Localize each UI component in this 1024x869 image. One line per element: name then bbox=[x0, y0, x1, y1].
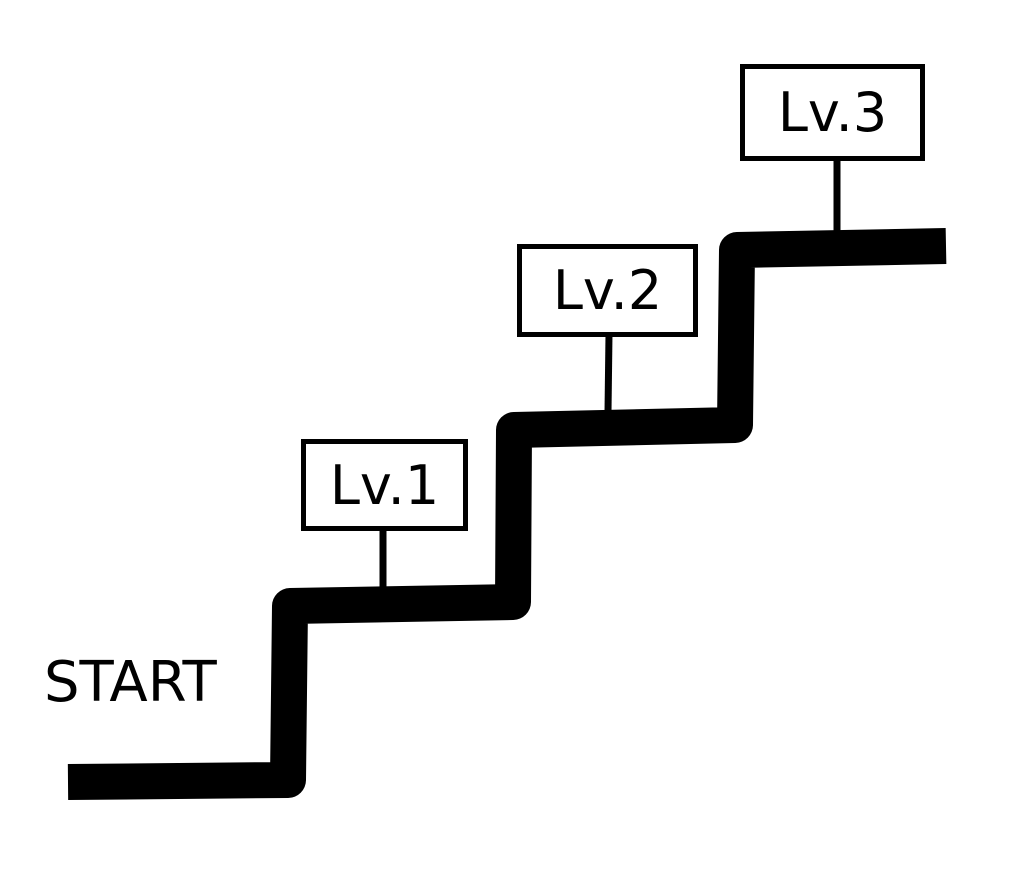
level-2-sign: Lv.2 bbox=[517, 244, 698, 337]
level-1-sign: Lv.1 bbox=[301, 439, 468, 531]
level-3-sign: Lv.3 bbox=[740, 64, 925, 161]
sign-post-2 bbox=[604, 333, 613, 413]
staircase-line bbox=[67, 228, 947, 800]
start-label: START bbox=[44, 650, 217, 715]
